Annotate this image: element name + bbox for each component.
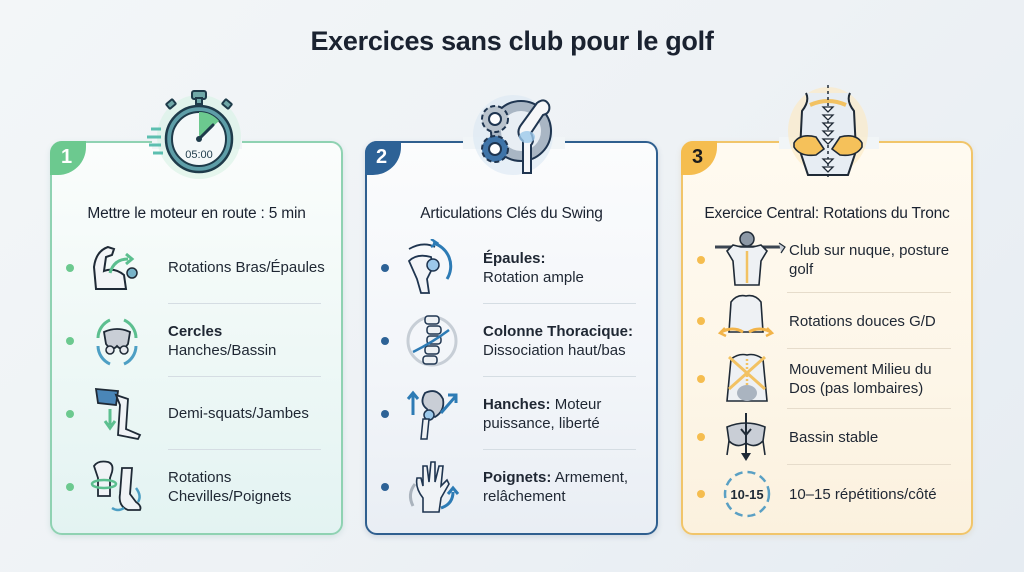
divider (483, 303, 636, 304)
shoulder-icon (403, 238, 461, 297)
list-item: Colonne Thoracique:Dissociation haut/bas (367, 304, 656, 377)
item-text: Rotations Chevilles/Poignets (168, 468, 292, 505)
mid-back-icon (719, 353, 777, 405)
stopwatch-icon: 05:00 (147, 85, 243, 181)
page-title: Exercices sans club pour le golf (310, 26, 714, 56)
bullet-dot (66, 263, 74, 272)
list-item: Épaules:Rotation ample (367, 231, 656, 304)
item-text: Colonne Thoracique:Dissociation haut/bas (483, 322, 633, 359)
joint-list: Épaules:Rotation ample Colonne Thoraciqu… (367, 231, 656, 523)
item-text: Rotations Bras/Épaules (168, 259, 325, 276)
item-text: Rotations douces G/D (789, 312, 936, 330)
list-item: Rotations douces G/D (683, 293, 971, 349)
bullet-dot (66, 336, 74, 345)
card-title: Articulations Clés du Swing (420, 205, 603, 222)
bullet-dot (697, 433, 705, 441)
item-text: Poignets: Armement, relâchement (483, 468, 629, 505)
trunk-exercise-list: Club sur nuque, posture golf Rotations d… (683, 227, 971, 523)
list-item: Bassin stable (683, 409, 971, 465)
item-text: 10–15 répétitions/côté (789, 485, 937, 503)
club-behind-neck-icon (711, 231, 787, 289)
divider (168, 303, 321, 304)
bullet-dot (697, 490, 705, 498)
item-text: Épaules:Rotation ample (483, 249, 584, 286)
list-item: Hanches: Moteur puissance, liberté (367, 377, 656, 450)
torso-rotation-icon (780, 81, 876, 177)
card-title: Exercice Central: Rotations du Tronc (704, 205, 950, 222)
divider (787, 408, 951, 409)
bullet-dot (697, 317, 705, 325)
bullet-dot (381, 336, 389, 345)
bullet-dot (66, 409, 74, 418)
wrist-icon (403, 458, 461, 516)
bullet-dot (381, 482, 389, 491)
card-number-badge: 3 (681, 141, 717, 175)
divider (168, 449, 321, 450)
gears-joint-icon (465, 85, 561, 181)
card-key-joints: 2 Articulations Clés du Swing (365, 95, 658, 535)
card-title: Mettre le moteur en route : 5 min (87, 205, 306, 222)
list-item: Mouvement Milieu du Dos (pas lombaires) (683, 349, 971, 409)
item-text: Club sur nuque, posture golf (789, 242, 950, 278)
card-warmup: 1 05:00 Mettre le moteur en route : 5 mi… (50, 90, 343, 535)
pelvis-circles-icon (88, 312, 146, 370)
bullet-dot (66, 482, 74, 491)
spine-icon (403, 312, 461, 370)
list-item: 10-15 10–15 répétitions/côté (683, 465, 971, 523)
divider (787, 292, 951, 293)
bullet-dot (697, 256, 705, 264)
stable-pelvis-icon (721, 411, 779, 463)
svg-text:05:00: 05:00 (185, 149, 213, 161)
hip-icon (403, 385, 461, 443)
list-item: Rotations Bras/Épaules (52, 231, 341, 304)
item-text: Hanches: Moteur puissance, liberté (483, 395, 602, 432)
card-number-badge: 1 (50, 141, 86, 175)
bullet-dot (381, 409, 389, 418)
divider (483, 449, 636, 450)
item-text: Mouvement Milieu du Dos (pas lombaires) (789, 361, 932, 397)
list-item: Club sur nuque, posture golf (683, 227, 971, 293)
svg-text:10-15: 10-15 (730, 487, 763, 502)
repetitions-cycle-icon: 10-15 (719, 468, 777, 520)
bullet-dot (697, 375, 705, 383)
card-trunk-rotation: 3 Exercice Central: Rotations du Tronc (681, 85, 973, 535)
wrist-ankle-rotation-icon (88, 458, 146, 516)
divider (483, 376, 636, 377)
leg-squat-icon (88, 385, 146, 443)
bullet-dot (381, 263, 389, 272)
divider (787, 348, 951, 349)
item-text: Demi-squats/Jambes (168, 405, 309, 422)
list-item: Demi-squats/Jambes (52, 377, 341, 450)
divider (168, 376, 321, 377)
item-text: Bassin stable (789, 428, 879, 446)
list-item: Rotations Chevilles/Poignets (52, 450, 341, 523)
card-number-badge: 2 (365, 141, 401, 175)
divider (787, 464, 951, 465)
arm-rotation-icon (88, 239, 146, 297)
gentle-rotation-icon (717, 292, 775, 350)
list-item: Poignets: Armement, relâchement (367, 450, 656, 523)
